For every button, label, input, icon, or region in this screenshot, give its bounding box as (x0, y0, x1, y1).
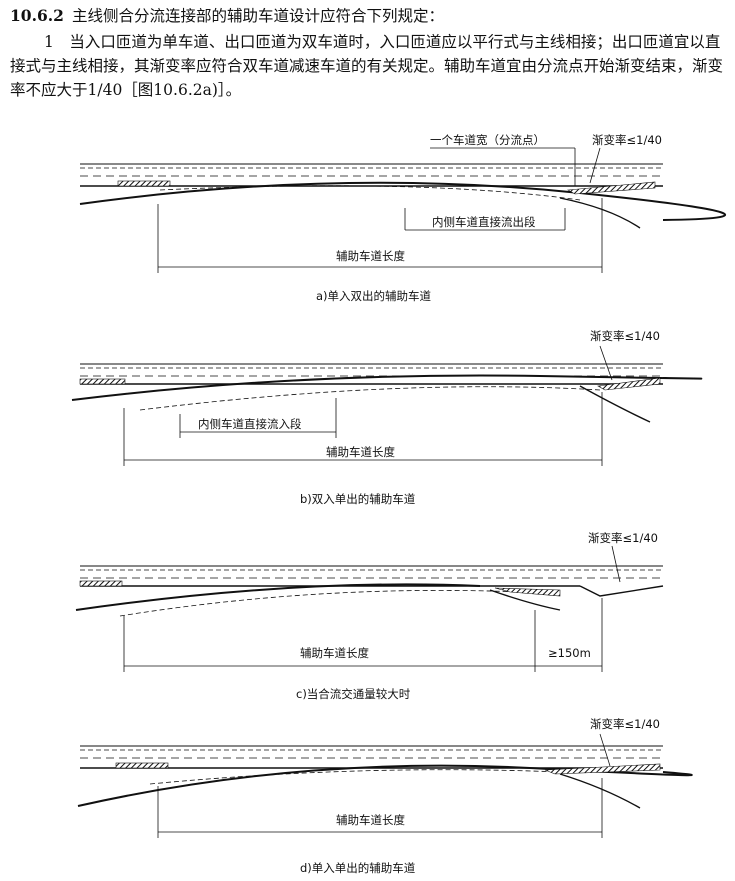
label-aux-length-b: 辅助车道长度 (326, 445, 395, 459)
figure-c: 渐变率≤1/40 辅助车道长度 ≥150m c)当合流交通量较大时 (75, 531, 664, 701)
caption-c: c)当合流交通量较大时 (296, 687, 411, 701)
label-one-lane-width: 一个车道宽（分流点） (430, 133, 545, 147)
figure-d: 渐变率≤1/40 辅助车道长度 d)单入单出的辅助车道 (77, 717, 693, 875)
figure-b: 渐变率≤1/40 内侧车道直接流入段 辅助车道长度 b)双入单出的辅助车道 (71, 329, 703, 506)
label-aux-length-d: 辅助车道长度 (336, 813, 405, 827)
label-taper-a: 渐变率≤1/40 (592, 133, 662, 147)
label-aux-length-a: 辅助车道长度 (336, 249, 405, 263)
label-inner-exit: 内侧车道直接流出段 (432, 215, 536, 229)
label-taper-d: 渐变率≤1/40 (590, 717, 660, 731)
label-aux-length-c: 辅助车道长度 (300, 646, 369, 660)
label-taper-b: 渐变率≤1/40 (590, 329, 660, 343)
label-taper-c: 渐变率≤1/40 (588, 531, 658, 545)
label-min-150m: ≥150m (548, 646, 591, 660)
section-heading: 10.6.2 主线侧合分流连接部的辅助车道设计应符合下列规定： (10, 4, 725, 28)
rule-paragraph: 1 当入口匝道为单车道、出口匝道为双车道时，入口匝道应以平行式与主线相接；出口匝… (10, 33, 724, 99)
section-number: 10.6.2 (10, 6, 64, 25)
caption-a: a)单入双出的辅助车道 (316, 289, 432, 303)
section-title: 主线侧合分流连接部的辅助车道设计应符合下列规定： (71, 7, 444, 25)
caption-b: b)双入单出的辅助车道 (300, 492, 416, 506)
figure-a: 一个车道宽（分流点） 渐变率≤1/40 内侧车道直接流出段 辅助车道长度 a)单… (79, 133, 727, 303)
caption-d: d)单入单出的辅助车道 (300, 861, 416, 875)
label-inner-entry: 内侧车道直接流入段 (198, 417, 302, 431)
